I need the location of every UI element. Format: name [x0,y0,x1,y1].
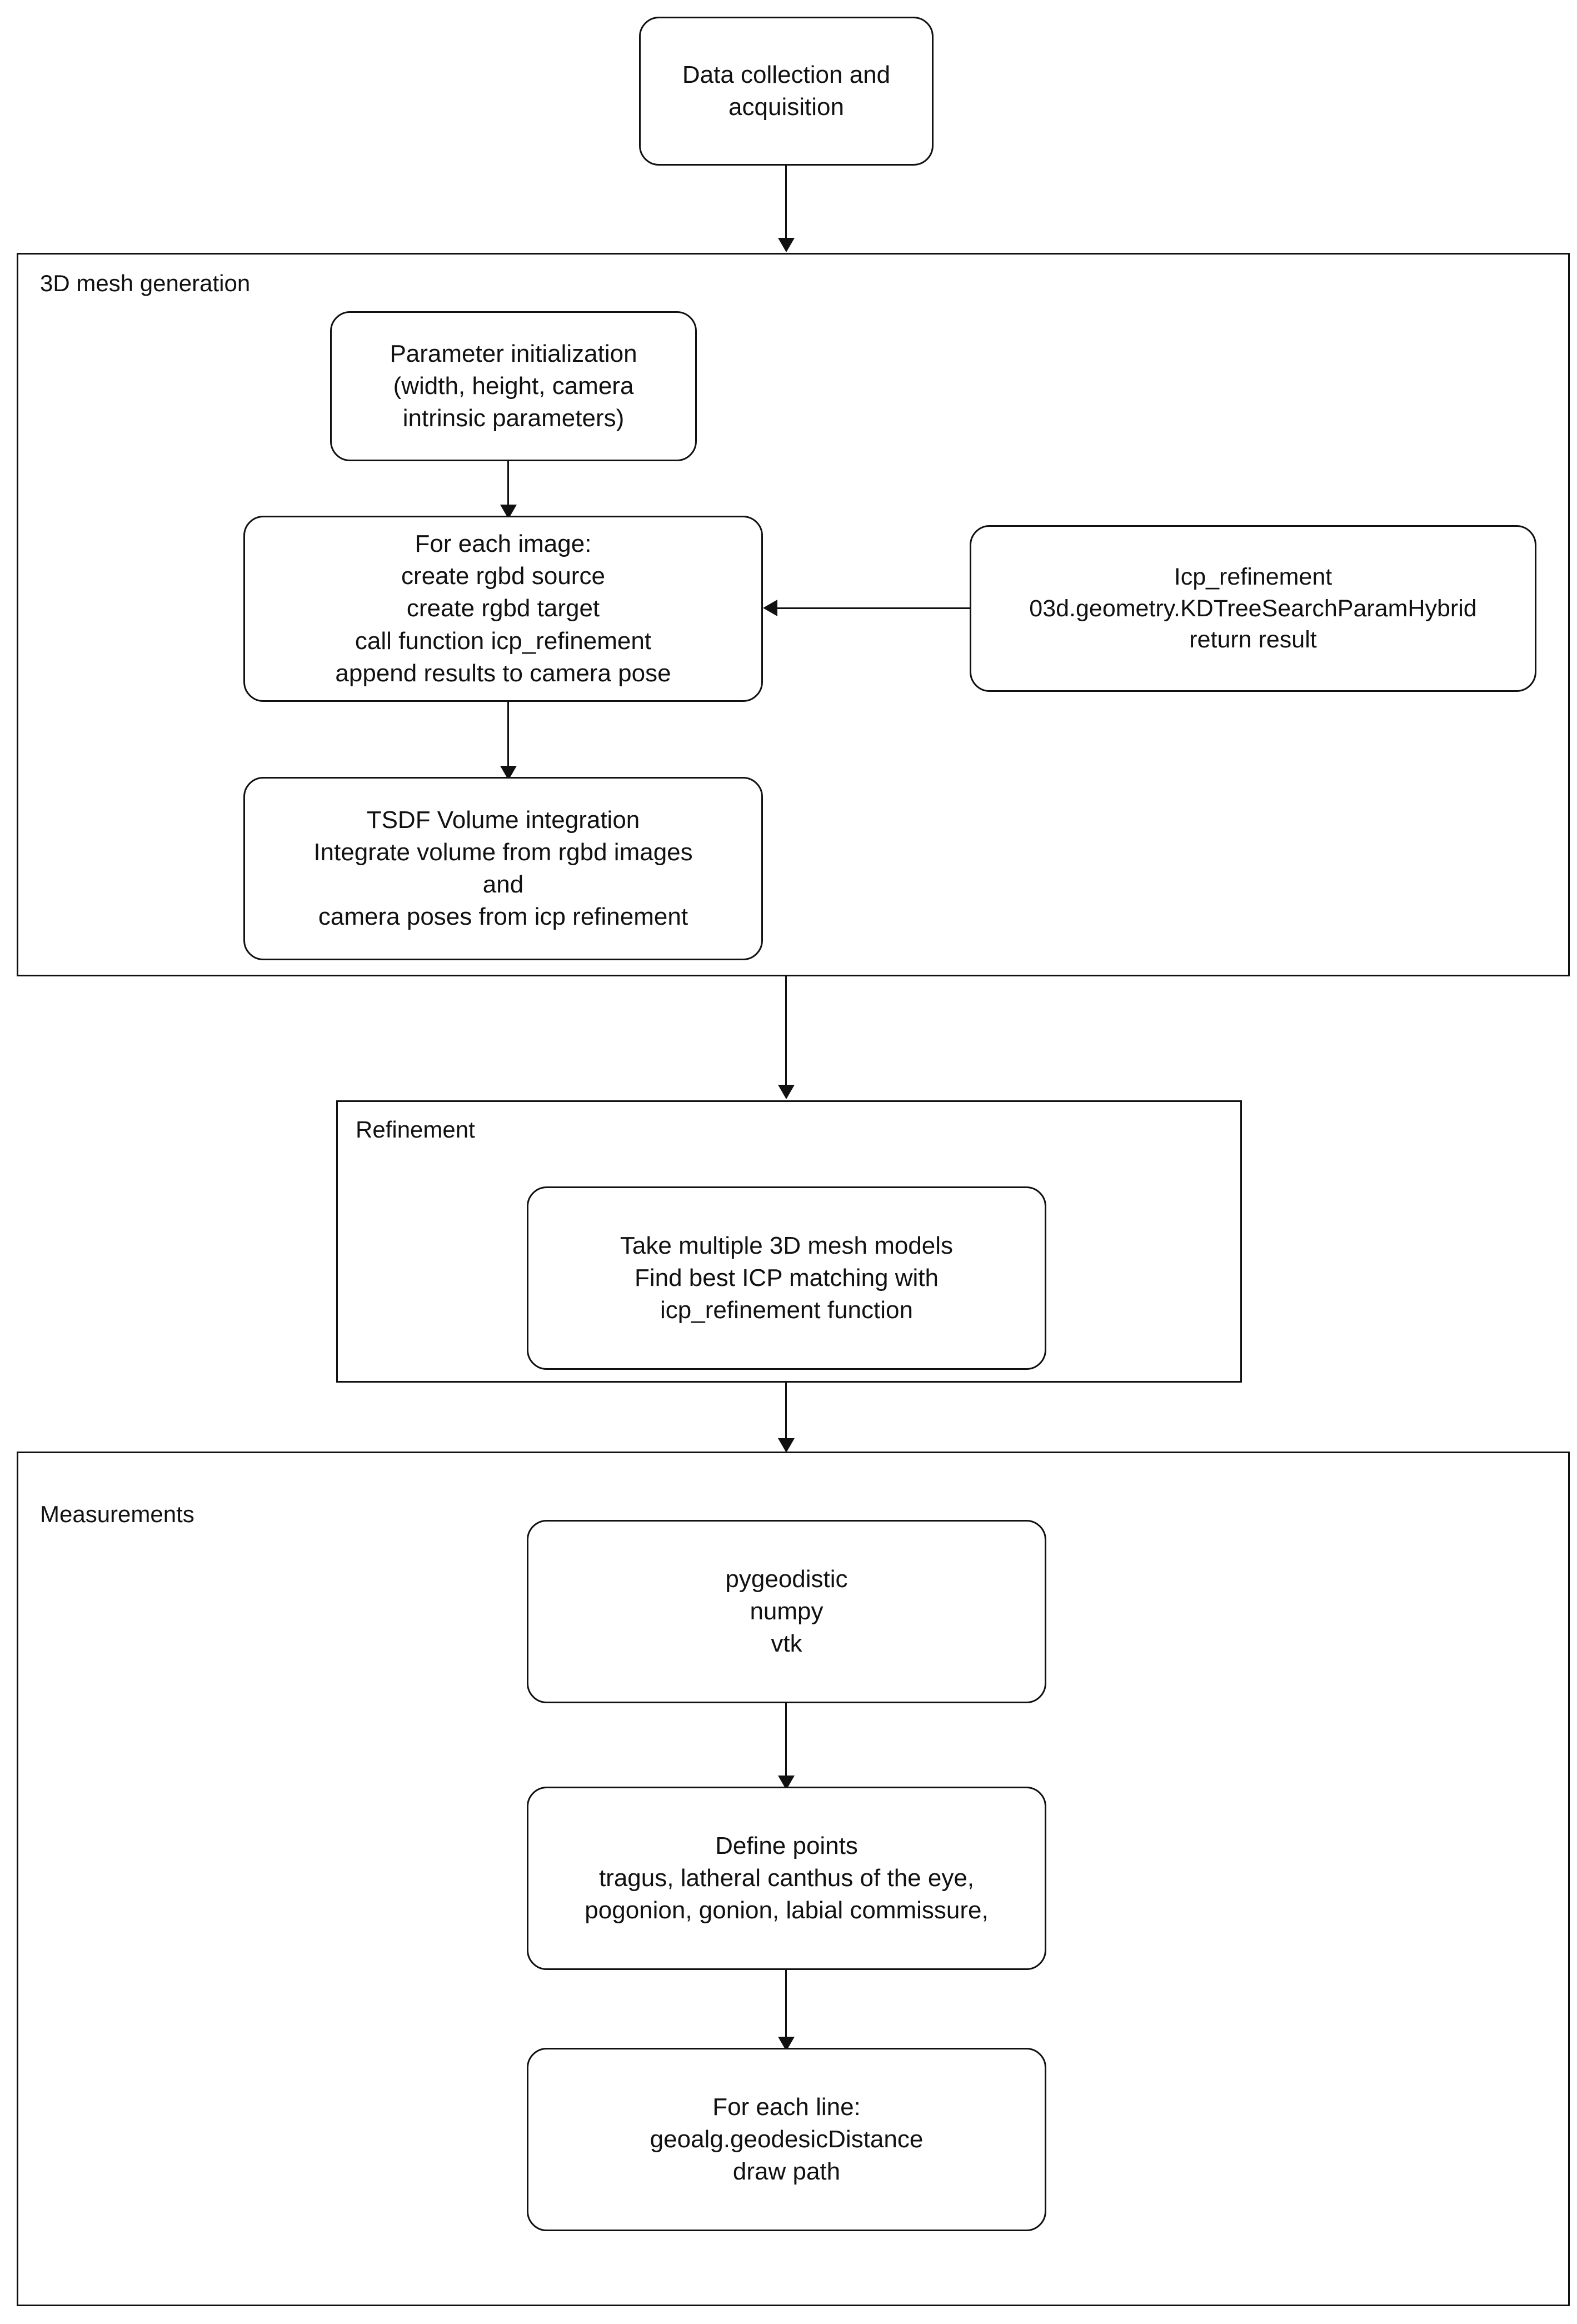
node-parameter-initialization[interactable]: Parameter initialization (width, height,… [330,311,697,461]
connector-libraries-to-define-points [785,1703,787,1776]
connector-refinement-to-measurements [785,1383,787,1438]
group-label-text: 3D mesh generation [40,270,251,296]
node-define-points-label: Define points tragus, latheral canthus o… [585,1832,989,1924]
group-label-text: Refinement [356,1116,475,1143]
node-data-collection-label: Data collection and acquisition [682,61,891,121]
node-define-points[interactable]: Define points tragus, latheral canthus o… [527,1787,1046,1970]
connector-define-points-to-for-each-line [785,1970,787,2037]
node-icp-refinement-label: Icp_refinement 03d.geometry.KDTreeSearch… [1029,563,1477,654]
node-data-collection[interactable]: Data collection and acquisition [639,17,934,166]
node-for-each-line-label: For each line: geoalg.geodesicDistance d… [650,2093,924,2186]
arrowhead-data-collection-to-mesh [778,238,795,252]
node-refinement-step-label: Take multiple 3D mesh models Find best I… [620,1231,954,1324]
group-refinement-label: Refinement [356,1116,475,1144]
connector-icp-to-foreach [777,607,971,609]
node-libraries-label: pygeodistic numpy vtk [725,1565,848,1658]
node-for-each-image[interactable]: For each image: create rgbd source creat… [243,516,763,702]
group-measurements-label: Measurements [40,1500,194,1528]
arrowhead-mesh-to-refinement [778,1085,795,1099]
node-tsdf-volume-integration-label: TSDF Volume integration Integrate volume… [313,806,693,931]
node-for-each-line[interactable]: For each line: geoalg.geodesicDistance d… [527,2048,1046,2231]
group-3d-mesh-generation-label: 3D mesh generation [40,270,250,297]
node-tsdf-volume-integration[interactable]: TSDF Volume integration Integrate volume… [243,777,763,960]
arrowhead-icp-to-foreach [763,600,777,616]
connector-mesh-to-refinement [785,976,787,1085]
connector-data-collection-to-mesh [785,166,787,238]
node-icp-refinement[interactable]: Icp_refinement 03d.geometry.KDTreeSearch… [970,525,1536,692]
node-libraries[interactable]: pygeodistic numpy vtk [527,1520,1046,1703]
connector-param-to-foreach [507,461,509,505]
node-for-each-image-label: For each image: create rgbd source creat… [335,530,671,687]
node-parameter-initialization-label: Parameter initialization (width, height,… [390,340,637,432]
connector-foreach-to-tsdf [507,702,509,766]
arrowhead-refinement-to-measurements [778,1438,795,1453]
group-label-text: Measurements [40,1501,194,1527]
group-refinement [336,1100,1242,1383]
node-refinement-step[interactable]: Take multiple 3D mesh models Find best I… [527,1186,1046,1370]
group-3d-mesh-generation [17,253,1570,976]
